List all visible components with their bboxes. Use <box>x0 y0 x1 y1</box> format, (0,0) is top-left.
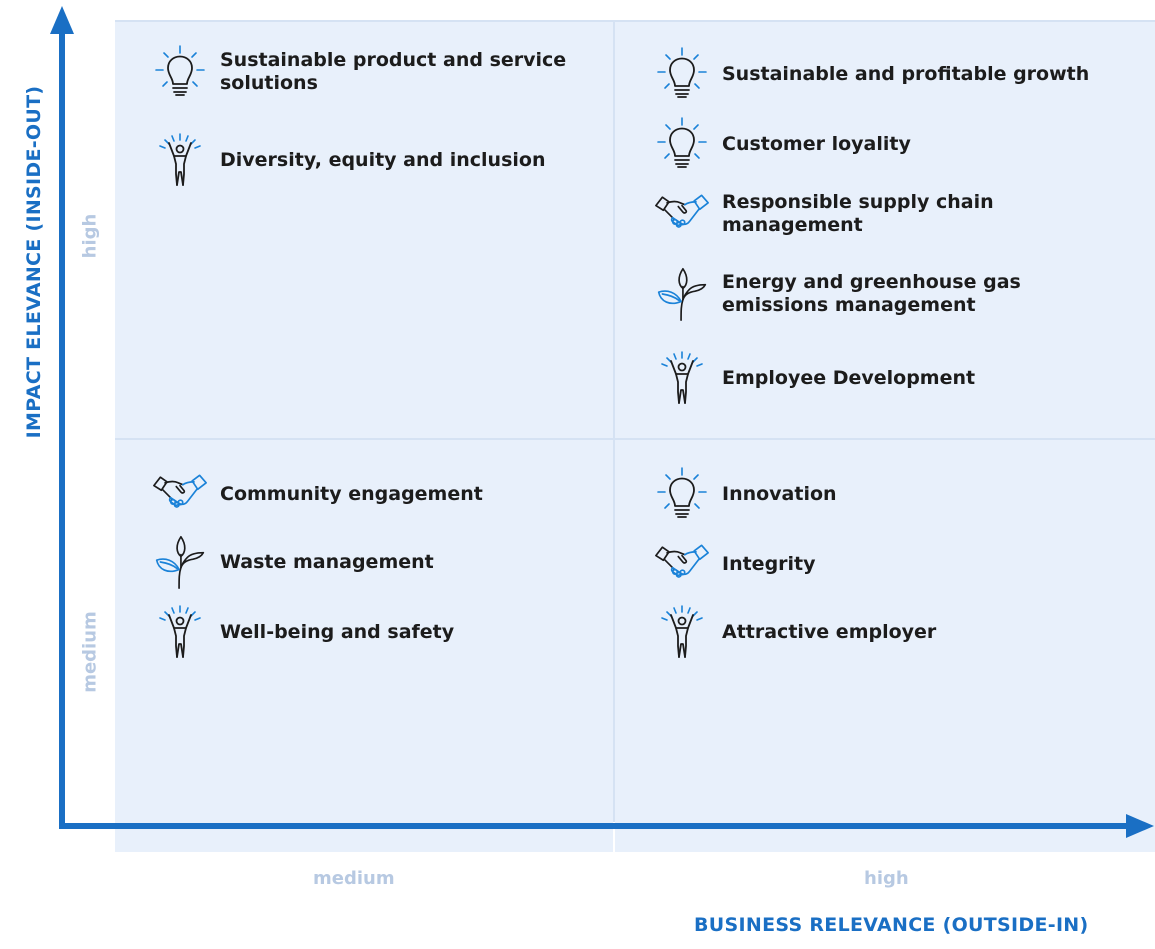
top-border <box>115 20 1155 22</box>
x-axis-title: BUSINESS RELEVANCE (OUTSIDE-IN) <box>694 914 1089 936</box>
quadrant-bottom-right <box>615 440 1155 852</box>
y-axis-title: IMPACT ELEVANCE (INSIDE-OUT) <box>23 85 45 439</box>
plant-icon <box>152 534 208 590</box>
topic-item: Well-being and safety <box>152 604 454 660</box>
handshake-icon <box>654 536 710 592</box>
topic-item: Community engagement <box>152 466 483 522</box>
x-level-high: high <box>864 868 909 889</box>
topic-label: Waste management <box>220 550 434 573</box>
person-raising-arms-icon <box>654 350 710 406</box>
topic-label: Attractive employer <box>722 620 937 643</box>
lightbulb-icon <box>152 44 208 100</box>
quadrant-top-left <box>115 22 613 438</box>
topic-item: Diversity, equity and inclusion <box>152 132 546 188</box>
topic-label: Sustainable product and service solution… <box>220 49 567 94</box>
lightbulb-icon <box>654 466 710 522</box>
horizontal-divider <box>115 438 1155 440</box>
y-axis-arrowhead <box>50 6 74 34</box>
handshake-icon <box>654 186 710 242</box>
person-raising-arms-icon <box>152 132 208 188</box>
person-raising-arms-icon <box>654 604 710 660</box>
lightbulb-icon <box>654 46 710 102</box>
quadrant-top-right <box>615 22 1155 438</box>
topic-item: Attractive employer <box>654 604 936 660</box>
topic-label: Responsible supply chain management <box>722 191 994 236</box>
topic-item: Responsible supply chain management <box>654 186 1122 242</box>
quadrant-bottom-left <box>115 440 613 852</box>
y-level-high: high <box>79 213 101 259</box>
topic-item: Customer loyality <box>654 116 911 172</box>
topic-label: Diversity, equity and inclusion <box>220 148 546 171</box>
x-axis-arrowhead <box>1126 814 1154 838</box>
topic-label: Well-being and safety <box>220 620 455 643</box>
handshake-icon <box>152 466 208 522</box>
topic-item: Sustainable product and service solution… <box>152 44 580 100</box>
topic-label: Innovation <box>722 482 837 505</box>
topic-label: Employee Development <box>722 366 976 389</box>
topic-label: Sustainable and profitable growth <box>722 62 1090 85</box>
topic-item: Integrity <box>654 536 816 592</box>
plant-icon <box>654 266 710 322</box>
topic-item: Innovation <box>654 466 837 522</box>
topic-item: Waste management <box>152 534 434 590</box>
person-raising-arms-icon <box>152 604 208 660</box>
topic-item: Energy and greenhouse gas emissions mana… <box>654 266 1122 322</box>
topic-item: Employee Development <box>654 350 975 406</box>
topic-item: Sustainable and profitable growth <box>654 46 1089 102</box>
x-level-medium: medium <box>313 868 395 889</box>
topic-label: Energy and greenhouse gas emissions mana… <box>722 271 1021 316</box>
topic-label: Community engagement <box>220 482 483 505</box>
lightbulb-icon <box>654 116 710 172</box>
topic-label: Integrity <box>722 552 816 575</box>
vertical-divider <box>613 22 615 822</box>
topic-label: Customer loyality <box>722 132 911 155</box>
y-level-medium: medium <box>79 611 101 693</box>
